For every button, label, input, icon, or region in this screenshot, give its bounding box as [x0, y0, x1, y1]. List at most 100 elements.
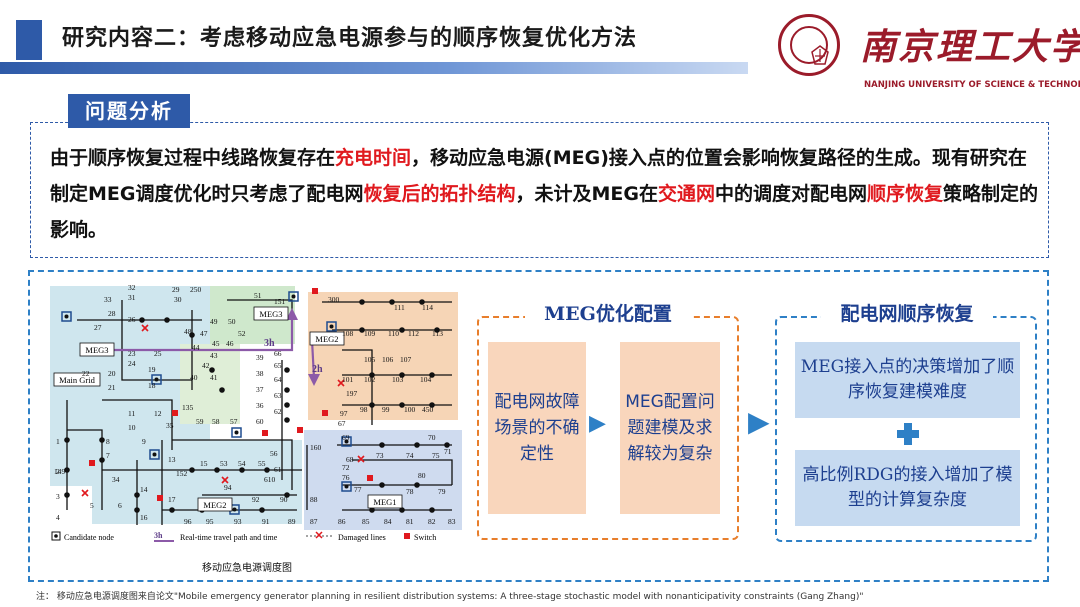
node-label: 103 [392, 375, 404, 384]
node-label: 149 [54, 467, 66, 476]
node-label: 93 [234, 517, 242, 526]
node-label: 56 [270, 449, 278, 458]
problem-text-segment: ，未计及MEG在 [515, 183, 658, 205]
node-label: 110 [388, 329, 399, 338]
node-label: 89 [288, 517, 296, 526]
node-label: 64 [274, 375, 282, 384]
page-title: 研究内容二：考虑移动应急电源参与的顺序恢复优化方法 [62, 26, 638, 51]
node-label: 73 [376, 451, 384, 460]
node-label: 96 [184, 517, 192, 526]
node-label: 95 [206, 517, 214, 526]
node-label: 44 [192, 343, 200, 352]
travel-time-3h: 3h [264, 338, 275, 349]
travel-arrowhead-meg3 [286, 308, 298, 320]
meg3-tag-group: MEG3 [79, 342, 115, 357]
meg-access-decision-card: MEG接入点的决策增加了顺序恢复建模难度 [795, 342, 1020, 418]
node-label: 30 [174, 295, 182, 304]
meg1-tag-group: MEG1 [367, 494, 403, 509]
node-label: 135 [182, 403, 194, 412]
node-label: 98 [360, 405, 368, 414]
node-label: 29 [172, 285, 180, 294]
node-label: 31 [128, 293, 136, 302]
node-label: 49 [210, 317, 218, 326]
node-label: 68 [346, 455, 354, 464]
node-label: 91 [262, 517, 270, 526]
meg-modeling-card: MEG配置问题建模及求解较为复杂 [620, 342, 720, 514]
meg2-south-tag-group: MEG2 [197, 497, 233, 512]
node-label: 300 [328, 295, 340, 304]
node-label: 151 [274, 297, 286, 306]
node-label: 80 [418, 471, 426, 480]
node-label: 22 [82, 369, 90, 378]
node-label: 3 [56, 492, 60, 501]
node-label: 83 [448, 517, 456, 526]
node-label: 32 [128, 283, 136, 292]
node-label: 47 [200, 329, 208, 338]
meg3-destination-tag: MEG3 [259, 309, 282, 319]
problem-text-segment: 由于顺序恢复过程中线路恢复存在 [50, 147, 336, 169]
meg3-tag: MEG3 [85, 345, 108, 355]
node-label: 2 [56, 467, 60, 476]
node-label: 61 [274, 465, 282, 474]
node-label: 113 [432, 329, 443, 338]
problem-text-segment: 中的调度对配电网 [715, 183, 868, 205]
legend-damaged-label: Damaged lines [338, 533, 386, 542]
node-label: 38 [256, 369, 264, 378]
node-label: 9 [142, 437, 146, 446]
meg-dispatch-network-diagram: MEG3 MEG3 MEG2 MEG2 MEG1 Main Grid 3h 2h… [50, 283, 462, 542]
node-label: 50 [228, 317, 236, 326]
rdg-complexity-card: 高比例RDG的接入增加了模型的计算复杂度 [795, 450, 1020, 526]
fault-uncertainty-text: 配电网故障场景的不确定性 [494, 392, 580, 464]
node-label: 610 [264, 475, 276, 484]
node-label: 79 [438, 487, 446, 496]
node-label: 112 [408, 329, 419, 338]
legend-switch-label: Switch [414, 533, 436, 542]
right-arrow-icon: ▶ [589, 411, 606, 436]
node-label: 39 [256, 353, 264, 362]
region-center-bg [180, 344, 240, 424]
node-label: 4 [56, 513, 60, 522]
bus-dots [64, 299, 450, 513]
university-seal-logo [778, 14, 840, 76]
node-label: 25 [154, 349, 162, 358]
region-meg2-bg [308, 292, 458, 420]
node-label: 81 [406, 517, 414, 526]
node-label: 108 [342, 329, 354, 338]
node-label: 101 [342, 375, 354, 384]
node-label: 55 [258, 459, 266, 468]
node-label: 15 [200, 459, 208, 468]
highlight-traffic-network: 交通网 [657, 183, 715, 205]
seal-emblem-icon [811, 45, 829, 65]
node-label: 100 [404, 405, 416, 414]
node-label: 77 [354, 485, 362, 494]
meg-config-title: MEG优化配置 [525, 299, 691, 325]
node-label: 6 [118, 501, 122, 510]
node-label: 37 [256, 385, 264, 394]
node-label: 78 [406, 487, 414, 496]
node-label: 43 [210, 351, 218, 360]
node-label: 42 [202, 361, 210, 370]
main-grid-tag: Main Grid [59, 375, 95, 385]
problem-text-segment: 策略制定的影响。 [50, 183, 1039, 241]
node-label: 67 [338, 419, 346, 428]
node-label: 53 [220, 459, 228, 468]
meg2-tag: MEG2 [315, 334, 338, 344]
meg-access-decision-text: MEG接入点的决策增加了顺序恢复建模难度 [800, 357, 1015, 402]
damaged-line-markers [81, 324, 365, 497]
node-label: 36 [256, 401, 264, 410]
switch-markers [89, 288, 373, 501]
node-label: 63 [274, 391, 282, 400]
right-arrow-icon: ▶ [748, 405, 770, 438]
node-label: 19 [148, 365, 156, 374]
legend-travel-label: Real-time travel path and time [180, 533, 278, 542]
figure-legend: Candidate node 3h Real-time travel path … [51, 531, 436, 542]
node-label: 99 [382, 405, 390, 414]
fault-uncertainty-card: 配电网故障场景的不确定性 [488, 342, 586, 514]
node-label: 48 [184, 327, 192, 336]
node-label: 65 [274, 361, 282, 370]
node-label: 45 [212, 339, 220, 348]
node-label: 51 [254, 291, 262, 300]
node-label: 71 [444, 447, 452, 456]
node-label: 17 [168, 495, 176, 504]
node-label: 52 [238, 329, 246, 338]
